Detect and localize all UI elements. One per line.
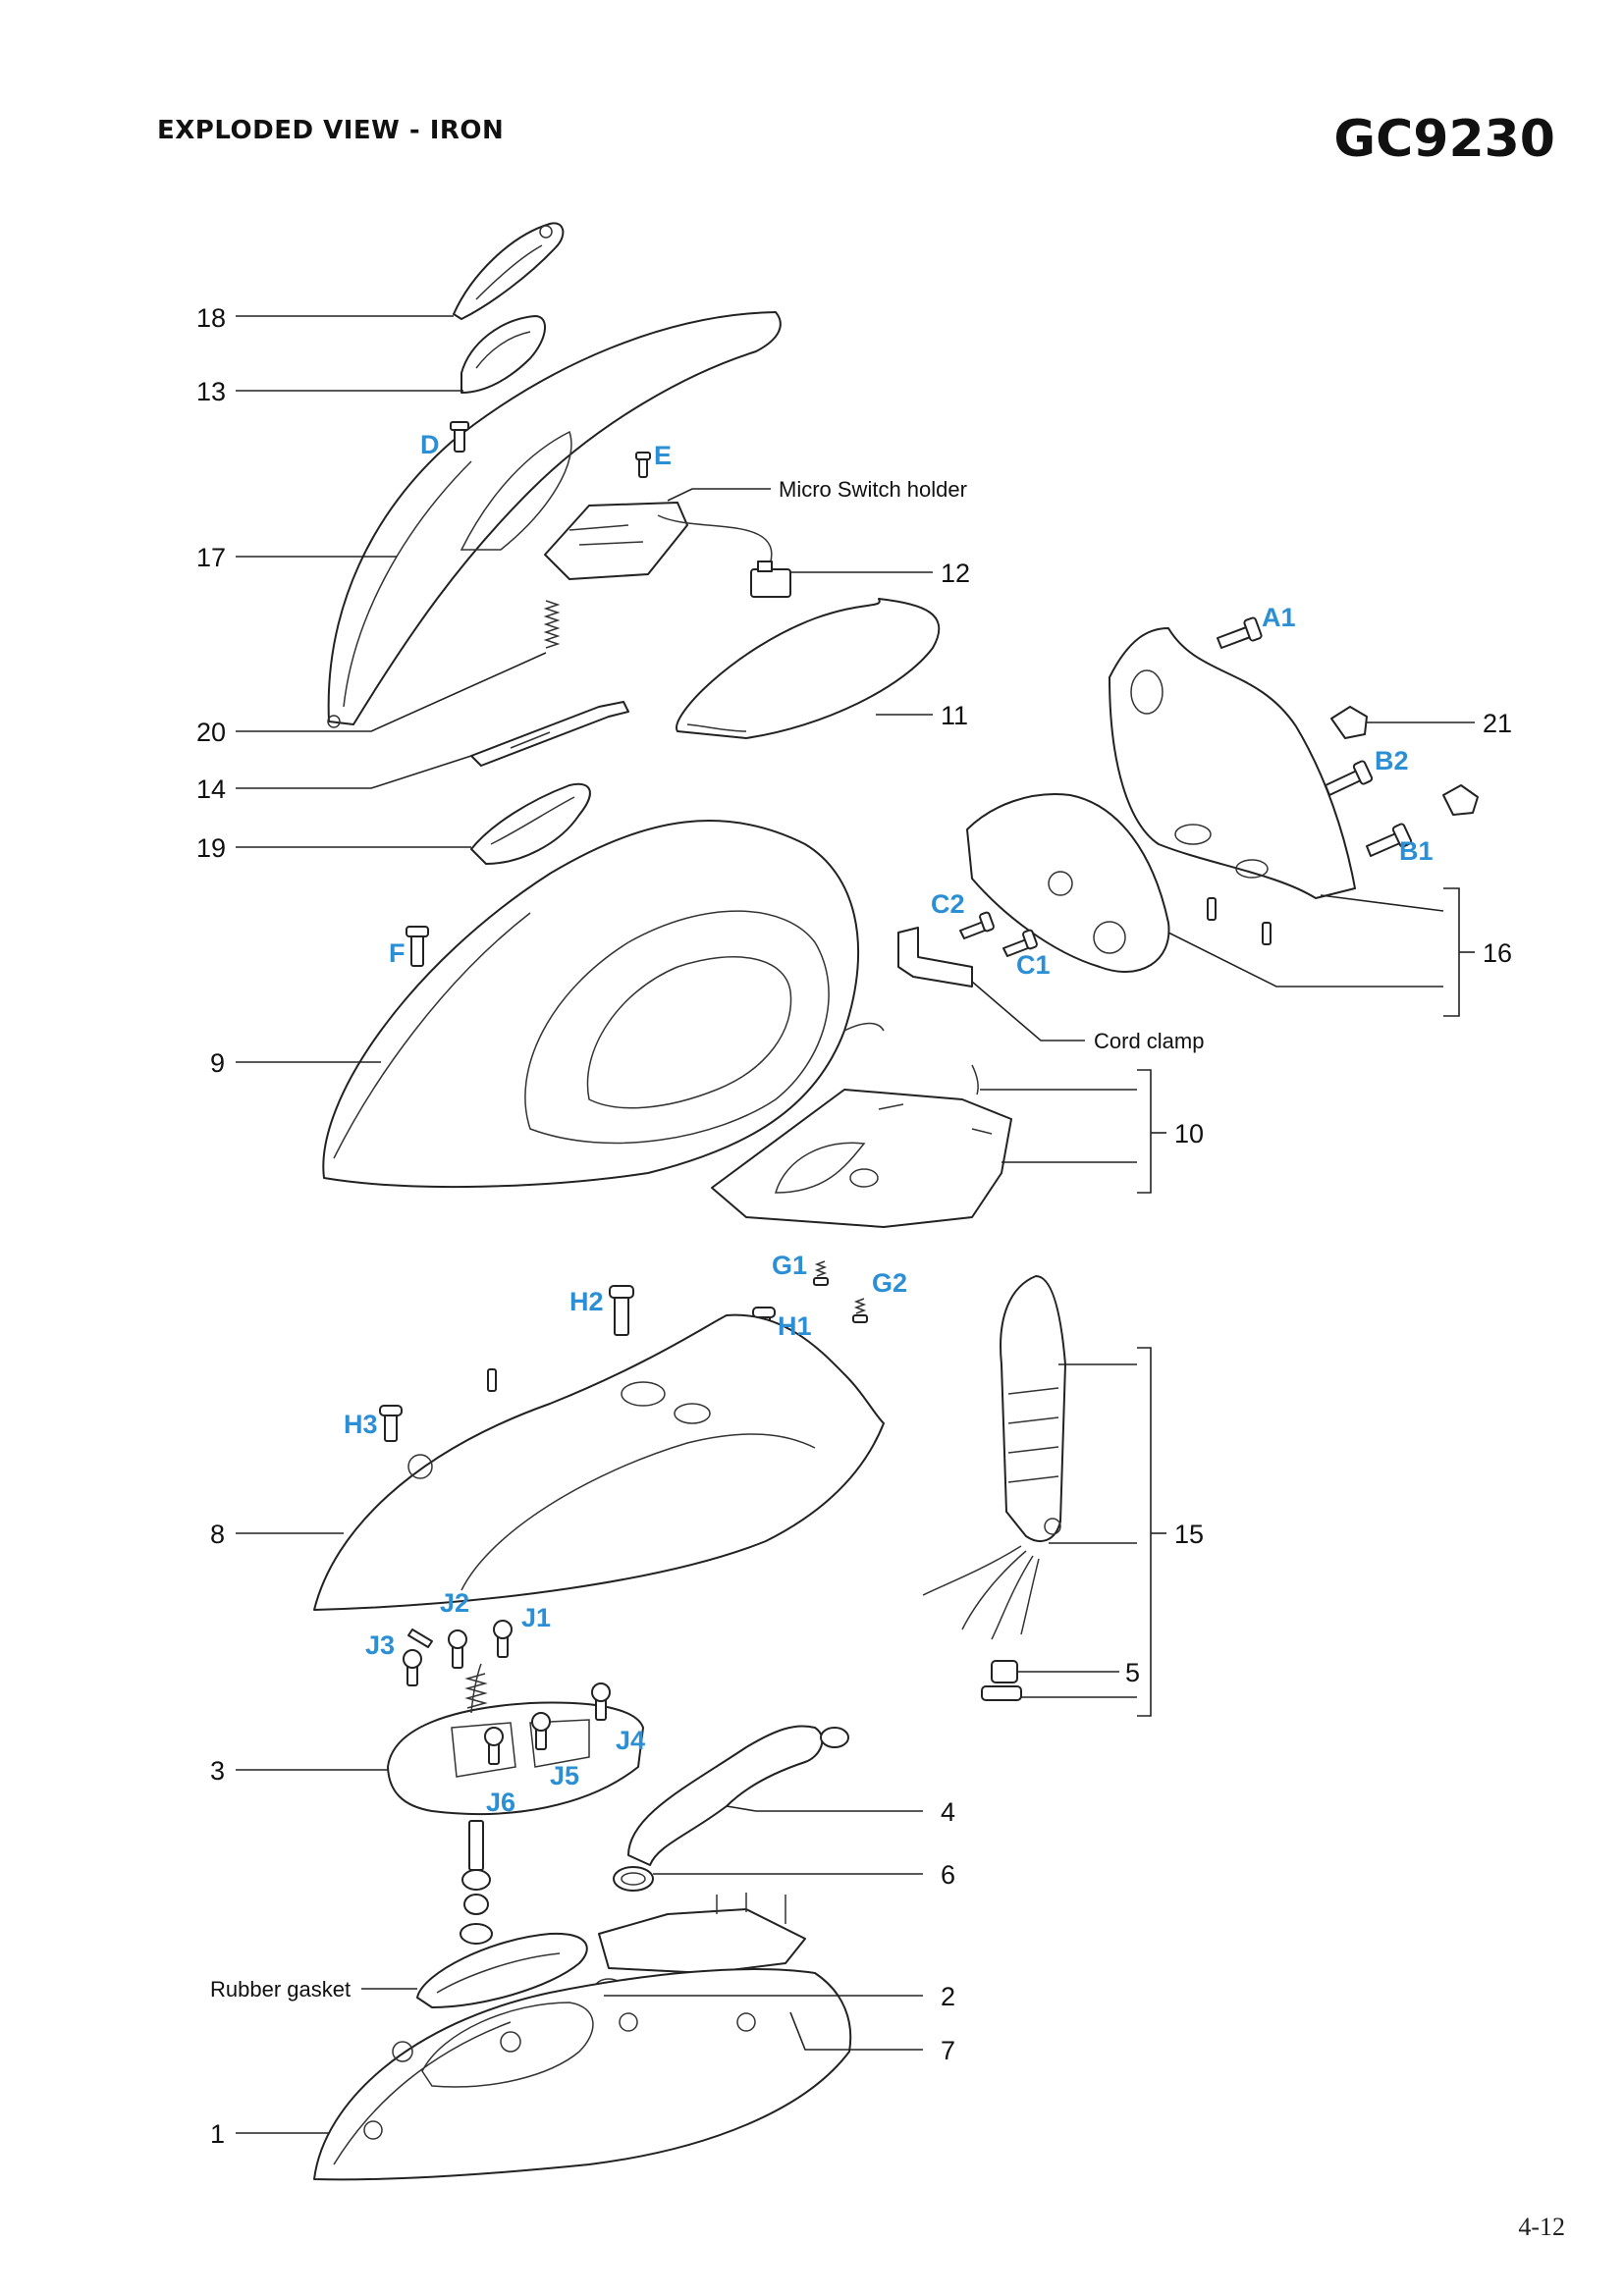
label-2: 2 [941, 1982, 955, 2011]
part-21-caps [1330, 706, 1479, 816]
label-micro-switch-holder: Micro Switch holder [779, 477, 967, 502]
part-3-block [387, 1663, 644, 1815]
part-6-clip [613, 1866, 654, 1892]
label-9: 9 [210, 1048, 225, 1078]
callout-j1: J1 [521, 1603, 551, 1632]
label-13: 13 [196, 377, 226, 406]
part-14-rod [470, 701, 629, 767]
screw-b2 [1325, 760, 1374, 796]
part-8-inner-housing [313, 1313, 885, 1611]
label-1: 1 [210, 2119, 225, 2149]
screw-c1 [1002, 929, 1038, 957]
screw-b1 [1366, 823, 1413, 857]
label-10: 10 [1174, 1119, 1204, 1148]
callout-j5: J5 [550, 1761, 579, 1790]
page-title: EXPLODED VIEW - IRON [157, 116, 505, 145]
part-15-cord-guard [922, 1275, 1066, 1640]
callout-j4: J4 [616, 1726, 645, 1755]
callout-b1: B1 [1399, 836, 1434, 866]
label-20: 20 [196, 718, 226, 747]
screw-j5 [531, 1712, 551, 1750]
callout-f: F [389, 938, 406, 968]
part-17-handle-cover [327, 311, 782, 728]
callout-h2: H2 [569, 1287, 604, 1316]
screw-j2 [448, 1629, 467, 1669]
callout-h1: H1 [778, 1311, 812, 1341]
screw-j1 [493, 1620, 513, 1658]
label-18: 18 [196, 303, 226, 333]
part-19-bracket [470, 782, 591, 865]
part-20-spring [543, 600, 561, 649]
label-16: 16 [1483, 938, 1512, 968]
label-cord-clamp: Cord clamp [1094, 1029, 1204, 1053]
part-5-connector [981, 1660, 1022, 1701]
callout-b2: B2 [1375, 746, 1409, 775]
screw-c2 [959, 911, 995, 939]
screw-j4 [591, 1682, 611, 1721]
label-4: 4 [941, 1797, 955, 1827]
label-15: 15 [1174, 1520, 1204, 1549]
callout-g1: G1 [772, 1251, 807, 1280]
leader-lines [236, 315, 1475, 2134]
callout-e: E [654, 441, 672, 470]
callout-d: D [420, 430, 440, 459]
part-9-housing [322, 820, 885, 1189]
part-4-hose [627, 1725, 849, 1866]
label-12: 12 [941, 559, 970, 588]
callout-j3: J3 [365, 1630, 395, 1660]
callout-j2: J2 [440, 1588, 469, 1618]
label-21: 21 [1483, 709, 1512, 738]
part-11-plate [676, 598, 941, 739]
label-rubber-gasket: Rubber gasket [210, 1977, 351, 2002]
label-19: 19 [196, 833, 226, 863]
label-17: 17 [196, 543, 226, 572]
label-14: 14 [196, 774, 226, 804]
label-8: 8 [210, 1520, 225, 1549]
shaft [460, 1820, 493, 1945]
part-18-top-cap [453, 222, 565, 320]
screw-a1 [1217, 616, 1263, 649]
callout-c2: C2 [931, 889, 965, 919]
screw-h3 [379, 1405, 403, 1442]
callout-h3: H3 [344, 1410, 378, 1439]
label-11: 11 [941, 701, 968, 730]
label-5: 5 [1125, 1658, 1140, 1687]
label-6: 6 [941, 1860, 955, 1890]
page-number: 4-12 [1518, 2213, 1565, 2241]
screw-e [635, 452, 651, 478]
pin-j [407, 1629, 433, 1648]
callout-a1: A1 [1262, 603, 1296, 632]
cord-clamp-part [897, 927, 973, 988]
rubber-gasket-part [416, 1932, 588, 2008]
small-screws-16 [1207, 897, 1272, 945]
label-3: 3 [210, 1756, 225, 1786]
callout-g2: G2 [872, 1268, 907, 1298]
screw-g2 [852, 1298, 868, 1323]
callout-c1: C1 [1016, 950, 1051, 980]
callout-j6: J6 [486, 1788, 515, 1817]
part-16-rear-housing [966, 627, 1356, 973]
screw-d [450, 421, 469, 453]
screw-j6 [484, 1727, 504, 1765]
label-7: 7 [941, 2036, 955, 2065]
part-1-soleplate [313, 1968, 852, 2181]
model-number: GC9230 [1333, 110, 1555, 169]
screw-j3 [403, 1649, 422, 1686]
part-12-micro-switch [657, 514, 791, 598]
screw-g1 [813, 1260, 829, 1286]
part-10-plate [711, 1064, 1012, 1228]
screw-f [406, 926, 429, 967]
screw-h2 [609, 1285, 634, 1336]
micro-switch-holder-part [544, 502, 688, 580]
part-13-button [460, 315, 547, 394]
